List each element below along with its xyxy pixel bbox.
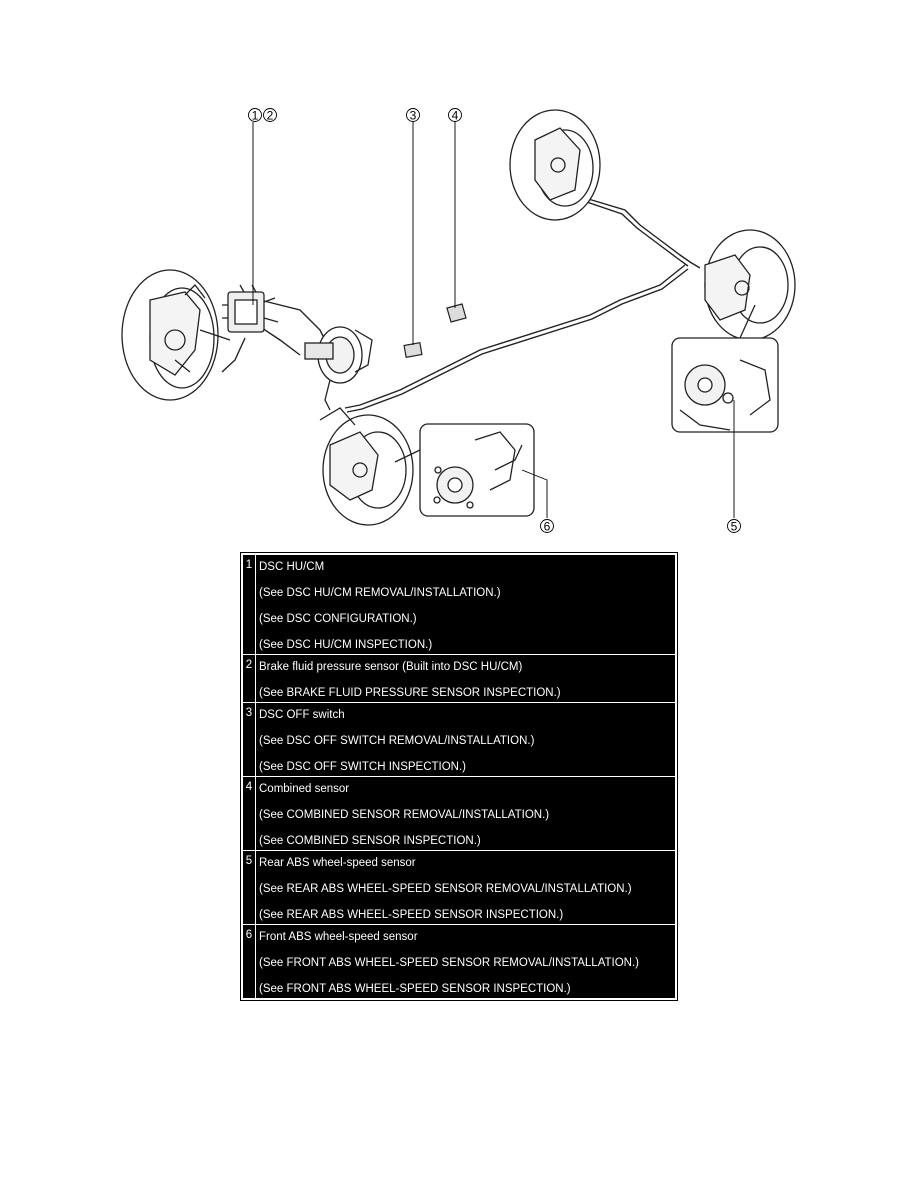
table-row: 6 Front ABS wheel-speed sensor (See FRON… xyxy=(241,924,677,1000)
component-name: DSC OFF switch xyxy=(259,709,345,721)
left-wheel-assembly xyxy=(121,269,231,401)
row-number: 5 xyxy=(241,850,256,925)
component-location-diagram: 1 2 3 4 5 6 xyxy=(121,108,796,534)
svg-text:5: 5 xyxy=(731,520,738,534)
component-name: Brake fluid pressure sensor (Built into … xyxy=(259,661,523,673)
callout-2: 2 xyxy=(263,108,277,123)
rear-sensor-inset xyxy=(671,304,779,433)
rear-right-wheel xyxy=(704,229,796,341)
reference-link[interactable]: (See DSC HU/CM INSPECTION.) xyxy=(259,639,433,651)
rear-upper-wheel xyxy=(509,109,601,221)
table-row: 3 DSC OFF switch (See DSC OFF SWITCH REM… xyxy=(241,702,677,777)
svg-text:1: 1 xyxy=(252,109,259,123)
reference-link[interactable]: (See REAR ABS WHEEL-SPEED SENSOR REMOVAL… xyxy=(259,883,632,895)
leader-lines xyxy=(252,122,735,518)
component-name: Rear ABS wheel-speed sensor xyxy=(259,857,416,869)
reference-link[interactable]: (See BRAKE FLUID PRESSURE SENSOR INSPECT… xyxy=(259,687,561,699)
row-number: 3 xyxy=(241,702,256,777)
table-row: 5 Rear ABS wheel-speed sensor (See REAR … xyxy=(241,850,677,925)
callout-1: 1 xyxy=(248,108,262,123)
reference-link[interactable]: (See FRONT ABS WHEEL-SPEED SENSOR REMOVA… xyxy=(259,957,640,969)
brake-booster xyxy=(304,326,373,411)
row-description: Brake fluid pressure sensor (Built into … xyxy=(255,654,677,703)
component-legend-table: 1 DSC HU/CM (See DSC HU/CM REMOVAL/INSTA… xyxy=(240,552,678,1001)
svg-text:6: 6 xyxy=(544,520,551,534)
reference-link[interactable]: (See DSC CONFIGURATION.) xyxy=(259,613,417,625)
row-number: 6 xyxy=(241,924,256,1000)
row-number: 1 xyxy=(241,553,256,655)
brake-lines xyxy=(221,194,701,413)
reference-link[interactable]: (See DSC OFF SWITCH REMOVAL/INSTALLATION… xyxy=(259,735,535,747)
component-name: Combined sensor xyxy=(259,783,350,795)
svg-text:4: 4 xyxy=(452,109,459,123)
svg-text:3: 3 xyxy=(410,109,417,123)
row-number: 2 xyxy=(241,654,256,703)
row-description: DSC OFF switch (See DSC OFF SWITCH REMOV… xyxy=(255,702,677,777)
combined-sensor xyxy=(446,303,467,323)
reference-link[interactable]: (See COMBINED SENSOR INSPECTION.) xyxy=(259,835,481,847)
dsc-hu-cm-unit xyxy=(222,284,279,333)
reference-link[interactable]: (See DSC OFF SWITCH INSPECTION.) xyxy=(259,761,467,773)
callout-4: 4 xyxy=(448,108,462,123)
table-row: 4 Combined sensor (See COMBINED SENSOR R… xyxy=(241,776,677,851)
component-name: DSC HU/CM xyxy=(259,561,325,573)
component-name: Front ABS wheel-speed sensor xyxy=(259,931,418,943)
table-row: 2 Brake fluid pressure sensor (Built int… xyxy=(241,654,677,703)
row-number: 4 xyxy=(241,776,256,851)
table-row: 1 DSC HU/CM (See DSC HU/CM REMOVAL/INSTA… xyxy=(241,553,677,655)
svg-text:2: 2 xyxy=(267,109,274,123)
reference-link[interactable]: (See REAR ABS WHEEL-SPEED SENSOR INSPECT… xyxy=(259,909,564,921)
row-description: Rear ABS wheel-speed sensor (See REAR AB… xyxy=(255,850,677,925)
dsc-off-switch xyxy=(403,342,423,358)
row-description: Combined sensor (See COMBINED SENSOR REM… xyxy=(255,776,677,851)
reference-link[interactable]: (See DSC HU/CM REMOVAL/INSTALLATION.) xyxy=(259,587,501,599)
front-sensor-inset xyxy=(394,423,535,517)
row-description: Front ABS wheel-speed sensor (See FRONT … xyxy=(255,924,677,1000)
reference-link[interactable]: (See FRONT ABS WHEEL-SPEED SENSOR INSPEC… xyxy=(259,983,571,995)
callout-6: 6 xyxy=(540,519,554,534)
row-description: DSC HU/CM (See DSC HU/CM REMOVAL/INSTALL… xyxy=(255,553,677,655)
callout-5: 5 xyxy=(727,519,741,534)
reference-link[interactable]: (See COMBINED SENSOR REMOVAL/INSTALLATIO… xyxy=(259,809,550,821)
front-lower-wheel xyxy=(319,407,414,526)
callout-3: 3 xyxy=(406,108,420,123)
